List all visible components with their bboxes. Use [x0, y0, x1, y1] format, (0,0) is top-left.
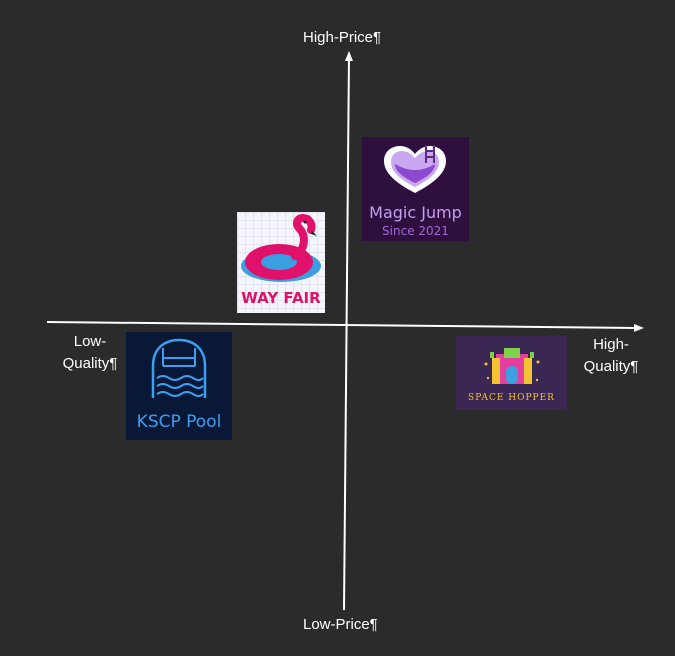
way-fair-name: WAY FAIR [241, 289, 321, 307]
quality-axis [46, 321, 644, 332]
way-fair-logo: WAY FAIR [237, 212, 325, 313]
low-quality-line2: Quality¶ [62, 355, 118, 372]
pool-wave-icon [151, 338, 207, 398]
bounce-castle-icon [484, 348, 540, 384]
high-price-label: High-Price¶ [303, 29, 382, 46]
high-quality-line2: Quality¶ [583, 358, 639, 375]
kscp-pool-name: KSCP Pool [136, 412, 222, 432]
pool-heart-icon [384, 145, 446, 193]
space-hopper-name: SPACE HOPPER [468, 393, 555, 403]
flamingo-float-icon [241, 213, 321, 282]
high-quality-line1: High- [593, 336, 629, 353]
magic-jump-name: Magic Jump [369, 203, 462, 222]
low-quality-label: Low- Quality¶ [55, 331, 125, 375]
high-quality-label: High- Quality¶ [575, 334, 647, 378]
price-axis [343, 51, 353, 611]
low-price-label: Low-Price¶ [303, 616, 378, 633]
magic-jump-logo: Magic Jump Since 2021 [362, 137, 469, 241]
low-quality-line1: Low- [73, 333, 107, 350]
magic-jump-tagline: Since 2021 [382, 224, 449, 238]
kscp-pool-logo: KSCP Pool [126, 332, 232, 440]
space-hopper-logo: SPACE HOPPER [456, 336, 567, 410]
